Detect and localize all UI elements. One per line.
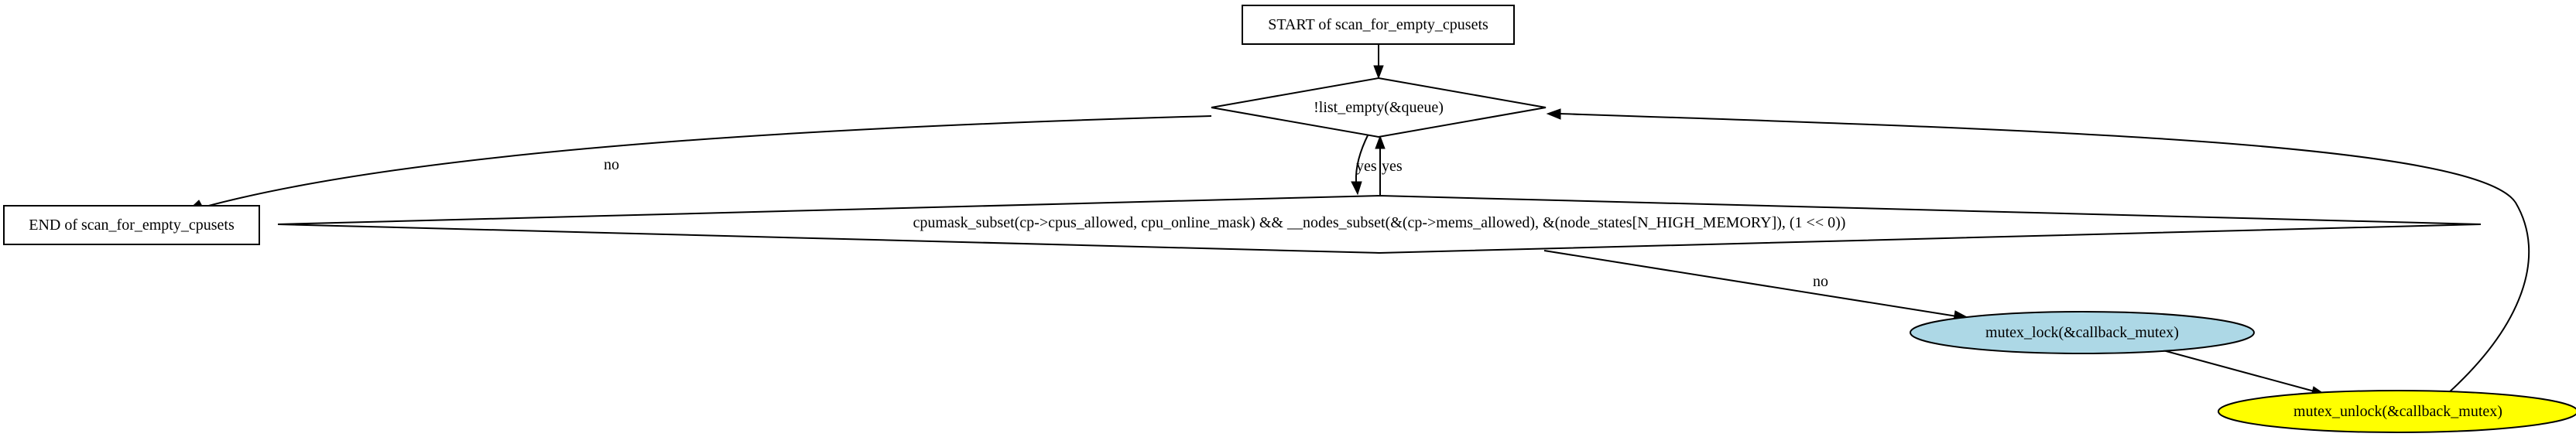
edge-unlock-to-loop	[1546, 108, 2530, 394]
edge-loop-to-end-label: no	[604, 156, 619, 173]
node-unlock-label: mutex_unlock(&callback_mutex)	[2293, 403, 2502, 420]
node-check-diamond	[277, 194, 2482, 254]
edge-loop-to-check-label: yes	[1356, 158, 1377, 175]
node-mutex-lock: mutex_lock(&callback_mutex)	[1910, 311, 2255, 354]
edge-loop-to-check-arrowhead	[1351, 181, 1362, 196]
node-start: START of scan_for_empty_cpusets	[1242, 5, 1515, 45]
node-check-label: cpumask_subset(cp->cpus_allowed, cpu_onl…	[913, 214, 1846, 231]
edge-unlock-to-loop-arrowhead	[1546, 108, 1561, 120]
edge-loop-to-end: no	[185, 115, 1212, 213]
edge-check-to-loop: yes	[1375, 135, 1403, 197]
edge-loop-to-check: yes	[1351, 133, 1377, 196]
edge-check-to-loop-label: yes	[1382, 158, 1403, 175]
node-start-label: START of scan_for_empty_cpusets	[1268, 16, 1488, 33]
edge-unlock-to-loop-line	[1559, 113, 2530, 394]
node-unlock-ellipse	[2218, 390, 2576, 433]
edge-check-to-lock: no	[1543, 250, 1971, 322]
edge-lock-to-unlock-line	[2151, 347, 2315, 392]
node-lock-label: mutex_lock(&callback_mutex)	[1985, 324, 2179, 341]
node-check-condition: cpumask_subset(cp->cpus_allowed, cpu_onl…	[277, 194, 2482, 254]
edge-check-to-lock-line	[1543, 250, 1958, 317]
edge-check-to-loop-arrowhead	[1375, 135, 1386, 149]
edge-start-to-loop-arrowhead	[1373, 65, 1384, 80]
node-end-box	[3, 205, 260, 245]
node-lock-ellipse	[1910, 311, 2255, 354]
edge-start-to-loop	[1373, 44, 1384, 80]
node-start-box	[1242, 5, 1515, 45]
node-loop-diamond	[1211, 77, 1547, 138]
edge-loop-to-check-line	[1355, 133, 1369, 183]
node-loop-condition: !list_empty(&queue)	[1211, 77, 1547, 138]
edge-lock-to-unlock	[2151, 347, 2328, 397]
edge-check-to-lock-label: no	[1813, 273, 1828, 290]
node-end-label: END of scan_for_empty_cpusets	[29, 217, 235, 234]
node-loop-label: !list_empty(&queue)	[1314, 99, 1444, 116]
node-mutex-unlock: mutex_unlock(&callback_mutex)	[2218, 390, 2576, 433]
edge-loop-to-end-line	[202, 115, 1212, 208]
node-end: END of scan_for_empty_cpusets	[3, 205, 260, 245]
